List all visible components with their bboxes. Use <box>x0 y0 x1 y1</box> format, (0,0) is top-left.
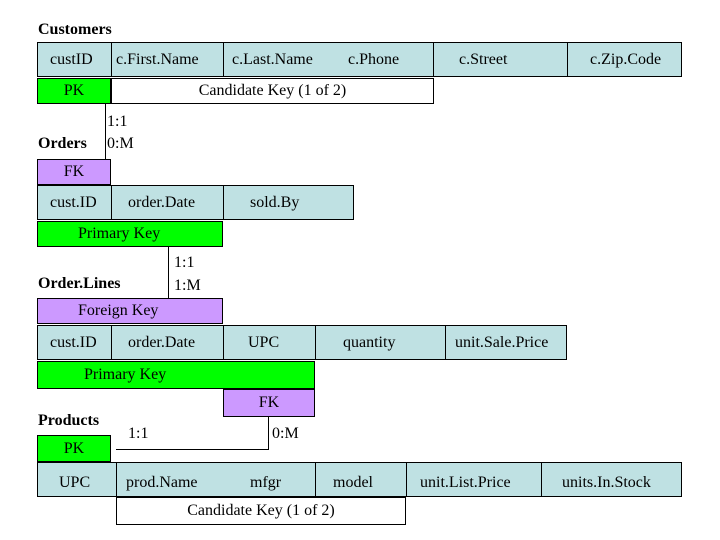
orderlines-primary-key-label: Primary Key <box>84 366 167 383</box>
orderlines-col-upc: UPC <box>248 334 280 351</box>
customers-pk-label: PK <box>63 82 85 99</box>
products-col-divider <box>116 462 117 497</box>
orderlines-col-unitsaleprice: unit.Sale.Price <box>455 334 549 351</box>
products-pk-box: PK <box>37 435 111 462</box>
orderlines-col-divider <box>223 325 224 360</box>
customers-orders-cardinality-bottom: 0:M <box>107 135 134 152</box>
customers-col-firstname: c.First.Name <box>116 51 199 68</box>
customers-candidate-key-box: Candidate Key (1 of 2) <box>111 78 434 104</box>
customers-pk-box: PK <box>37 78 111 104</box>
orderlines-col-orderdate: order.Date <box>128 334 196 351</box>
orders-col-soldby: sold.By <box>250 194 300 211</box>
customers-orders-cardinality-top: 1:1 <box>107 113 128 130</box>
products-orderlines-cardinality-left: 1:1 <box>128 425 149 442</box>
customers-table-row <box>37 42 682 77</box>
orderlines-title: Order.Lines <box>38 275 121 292</box>
customers-col-divider <box>567 42 568 77</box>
orderlines-col-custid: cust.ID <box>50 334 97 351</box>
orders-col-orderdate: order.Date <box>128 194 196 211</box>
orders-table-row <box>37 185 354 220</box>
customers-col-lastname: c.Last.Name <box>232 51 313 68</box>
orders-col-divider <box>223 185 224 220</box>
orderlines-fk-box: FK <box>223 389 315 417</box>
orderlines-primary-key-box: Primary Key <box>37 361 315 389</box>
orders-orderlines-cardinality-top: 1:1 <box>174 254 195 271</box>
products-col-unitlistprice: unit.List.Price <box>420 474 511 491</box>
orders-fk-label: FK <box>63 163 85 180</box>
orderlines-col-divider <box>111 325 112 360</box>
orderlines-fk-label: FK <box>258 394 280 411</box>
products-col-divider <box>315 462 316 497</box>
orders-fk-box: FK <box>37 159 111 185</box>
products-col-divider <box>541 462 542 497</box>
products-col-mfgr: mfgr <box>250 474 282 491</box>
orderlines-foreign-key-box: Foreign Key <box>37 298 223 324</box>
customers-orders-connector <box>105 104 106 159</box>
products-title: Products <box>38 412 100 429</box>
products-candidate-key-box: Candidate Key (1 of 2) <box>116 497 406 525</box>
customers-col-divider <box>111 42 112 77</box>
orders-primary-key-label: Primary Key <box>78 225 161 242</box>
orderlines-foreign-key-label: Foreign Key <box>78 302 159 319</box>
products-orderlines-connector-horizontal <box>116 449 269 450</box>
customers-col-custid: custID <box>50 51 93 68</box>
orders-orderlines-cardinality-bottom: 1:M <box>174 277 201 294</box>
products-col-upc: UPC <box>59 474 91 491</box>
products-orderlines-cardinality-right: 0:M <box>272 425 299 442</box>
customers-col-street: c.Street <box>459 51 508 68</box>
customers-col-divider <box>433 42 434 77</box>
customers-col-phone: c.Phone <box>348 51 400 68</box>
products-col-model: model <box>333 474 373 491</box>
orders-col-divider <box>111 185 112 220</box>
orders-primary-key-box: Primary Key <box>37 221 223 247</box>
orderlines-col-divider <box>445 325 446 360</box>
products-col-prodname: prod.Name <box>126 474 198 491</box>
orderlines-table-row <box>37 325 567 360</box>
orderlines-col-divider <box>315 325 316 360</box>
products-col-unitsinstock: units.In.Stock <box>562 474 651 491</box>
orders-col-custid: cust.ID <box>50 194 97 211</box>
products-pk-label: PK <box>63 439 85 457</box>
products-col-divider <box>406 462 407 497</box>
orders-orderlines-connector <box>168 247 169 298</box>
customers-candidate-key-label: Candidate Key (1 of 2) <box>198 82 347 99</box>
products-orderlines-connector-vertical <box>268 417 269 450</box>
products-candidate-key-label: Candidate Key (1 of 2) <box>187 502 335 519</box>
customers-col-divider <box>223 42 224 77</box>
products-table-row <box>37 462 682 497</box>
customers-title: Customers <box>38 21 112 38</box>
customers-col-zipcode: c.Zip.Code <box>590 51 662 68</box>
orders-title: Orders <box>38 135 87 152</box>
orderlines-col-quantity: quantity <box>343 334 396 351</box>
